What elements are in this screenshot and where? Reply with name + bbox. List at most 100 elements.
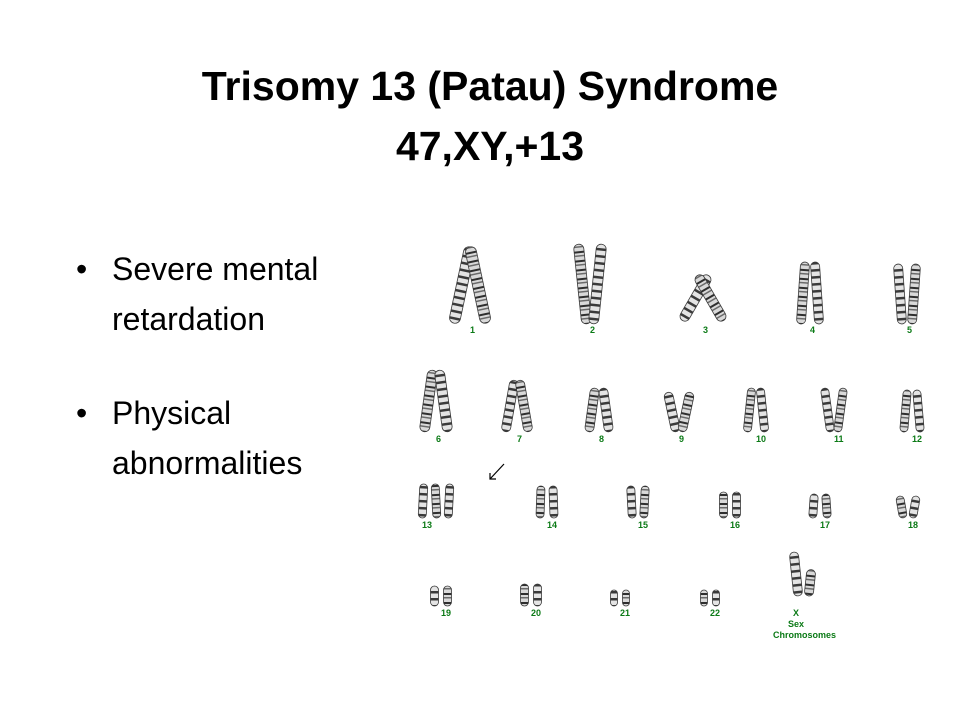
chromosome-10-copy-2 bbox=[756, 387, 769, 433]
chromosome-22-copy-1 bbox=[700, 589, 708, 607]
chromosome-label-11: 11 bbox=[834, 434, 844, 444]
chromosome-8-copy-1 bbox=[584, 387, 600, 433]
chromosome-5-copy-2 bbox=[907, 263, 921, 325]
chromosome-11-group bbox=[820, 387, 848, 433]
chromosome-sex-copy-2 bbox=[804, 569, 816, 597]
chromosome-14-copy-2 bbox=[548, 485, 559, 519]
chromosome-12-copy-2 bbox=[912, 389, 925, 433]
chromosome-label-8: 8 bbox=[599, 434, 604, 444]
chromosome-sex-group bbox=[789, 551, 816, 597]
chromosome-19-copy-1 bbox=[430, 585, 439, 607]
chromosome-22-copy-2 bbox=[712, 589, 720, 607]
bullet-list: • Severe mental retardation • Physical a… bbox=[76, 244, 406, 532]
bullet-item-2: • Physical abnormalities bbox=[76, 388, 406, 488]
chromosome-label-14: 14 bbox=[547, 520, 557, 530]
chromosome-13-copy-1 bbox=[417, 483, 429, 519]
chromosome-1-copy-2 bbox=[465, 246, 491, 324]
chromosome-15-copy-1 bbox=[626, 485, 637, 519]
chromosome-17-copy-1 bbox=[808, 493, 819, 519]
chromosome-8-copy-2 bbox=[598, 387, 614, 433]
chromosome-6-copy-1 bbox=[419, 369, 438, 433]
chromosome-22-group bbox=[700, 589, 720, 607]
chromosome-label-1: 1 bbox=[470, 325, 475, 335]
chromosome-label-16: 16 bbox=[730, 520, 740, 530]
karyotype-image: 1 2 3 4 5 6 7 8 9 10 11 12 13 14 15 16 1… bbox=[417, 243, 925, 640]
chromosome-21-copy-2 bbox=[622, 589, 630, 607]
arrow-icon bbox=[489, 463, 505, 480]
chromosome-5-group bbox=[893, 263, 921, 325]
bullet-2-line-1: Physical bbox=[112, 395, 232, 431]
chromosome-16-group bbox=[719, 491, 741, 519]
chromosome-16-copy-2 bbox=[732, 491, 741, 519]
bullet-item-1: • Severe mental retardation bbox=[76, 244, 406, 344]
chromosome-label-12: 12 bbox=[912, 434, 922, 444]
chromosome-12-copy-1 bbox=[899, 389, 912, 433]
bullet-2-line-2: abnormalities bbox=[112, 445, 303, 481]
chromosome-11-copy-2 bbox=[833, 387, 848, 433]
bullet-dot-icon: • bbox=[76, 395, 88, 431]
chromosome-10-copy-1 bbox=[743, 387, 756, 433]
chromosome-21-group bbox=[610, 589, 630, 607]
chromosome-18-copy-2 bbox=[908, 495, 921, 519]
chromosome-label-18: 18 bbox=[908, 520, 918, 530]
chromosome-label-5: 5 bbox=[907, 325, 912, 335]
chromosome-13-group bbox=[417, 483, 455, 519]
chromosome-11-copy-1 bbox=[820, 387, 835, 433]
chromosome-9-group bbox=[663, 391, 695, 433]
chromosome-sex-copy-1 bbox=[789, 551, 803, 597]
chromosome-17-copy-2 bbox=[821, 493, 832, 519]
chromosome-4-copy-2 bbox=[810, 261, 824, 325]
chromosome-3-copy-2 bbox=[694, 274, 727, 322]
slide-title: Trisomy 13 (Patau) Syndrome 47,XY,+13 bbox=[40, 56, 940, 176]
chromosome-8-group bbox=[584, 387, 614, 433]
chromosome-3-group bbox=[679, 274, 727, 322]
chromosome-21-copy-1 bbox=[610, 589, 618, 607]
chromosome-10-group bbox=[743, 387, 769, 433]
chromosome-4-group bbox=[796, 261, 824, 325]
chromosome-14-group bbox=[535, 485, 559, 519]
chromosome-7-copy-1 bbox=[501, 379, 519, 433]
chromosome-2-group bbox=[573, 243, 607, 325]
chromosome-label-7: 7 bbox=[517, 434, 522, 444]
chromosome-9-copy-1 bbox=[663, 391, 681, 433]
chromosome-18-group bbox=[895, 495, 921, 519]
chromosome-2-copy-1 bbox=[573, 243, 592, 325]
chromosome-14-copy-1 bbox=[535, 485, 546, 519]
chromosome-15-group bbox=[626, 485, 650, 519]
chromosome-4-copy-1 bbox=[796, 261, 810, 325]
chromosome-6-group bbox=[419, 369, 453, 433]
chromosome-7-copy-2 bbox=[515, 379, 533, 433]
chromosome-label-22: 22 bbox=[710, 608, 720, 618]
chromosome-label-3: 3 bbox=[703, 325, 708, 335]
chromosome-label-9: 9 bbox=[679, 434, 684, 444]
chromosome-18-copy-1 bbox=[895, 495, 908, 519]
chromosome-2-copy-2 bbox=[588, 243, 607, 325]
chromosome-label-21: 21 bbox=[620, 608, 630, 618]
chromosome-label-20: 20 bbox=[531, 608, 541, 618]
bullet-dot-icon: • bbox=[76, 251, 88, 287]
chromosome-6-copy-2 bbox=[434, 369, 453, 433]
chromosome-19-copy-2 bbox=[443, 585, 452, 607]
chromosome-1-group bbox=[449, 246, 491, 324]
chromosome-13-copy-3 bbox=[443, 483, 455, 519]
chromosome-7-group bbox=[501, 379, 533, 433]
chromosome-5-copy-1 bbox=[893, 263, 907, 325]
chromosome-label-13: 13 bbox=[422, 520, 432, 530]
chromosome-12-group bbox=[899, 389, 925, 433]
chromosome-15-copy-2 bbox=[639, 485, 650, 519]
chromosome-9-copy-2 bbox=[677, 391, 695, 433]
chromosome-label-2: 2 bbox=[590, 325, 595, 335]
chromosome-16-copy-1 bbox=[719, 491, 728, 519]
chromosome-20-copy-1 bbox=[520, 583, 529, 607]
chromosome-label-x: X bbox=[793, 608, 799, 618]
chromosome-13-copy-2 bbox=[430, 483, 442, 519]
chromosome-20-group bbox=[520, 583, 542, 607]
chromosome-label-17: 17 bbox=[820, 520, 830, 530]
chromosome-label-19: 19 bbox=[441, 608, 451, 618]
sex-chromosomes-label-1: Sex bbox=[788, 619, 804, 629]
title-line-1: Trisomy 13 (Patau) Syndrome bbox=[201, 63, 779, 109]
chromosome-17-group bbox=[808, 493, 832, 519]
chromosome-label-4: 4 bbox=[810, 325, 815, 335]
chromosome-label-6: 6 bbox=[436, 434, 441, 444]
sex-chromosomes-label-2: Chromosomes bbox=[773, 630, 836, 640]
